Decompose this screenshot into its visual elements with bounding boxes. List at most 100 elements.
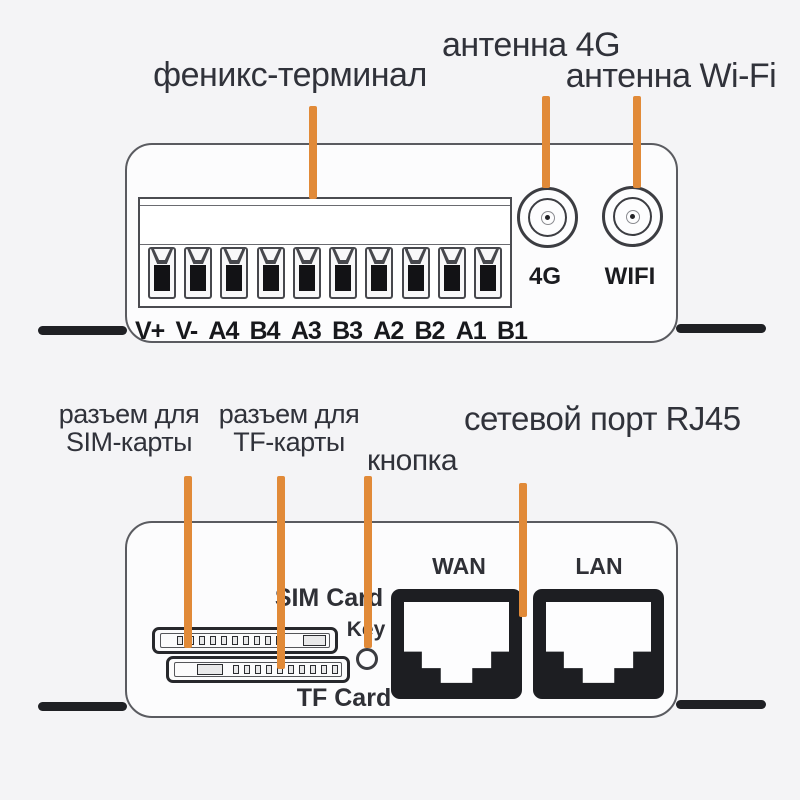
callout-line-phoenix-terminal (309, 106, 317, 199)
terminal-pin (437, 247, 466, 299)
callout-button-label: кнопка (366, 444, 458, 477)
terminal-pin-opening-inner (371, 249, 388, 260)
lan-port-socket (546, 602, 651, 683)
terminal-pin-label: B3 (332, 317, 363, 345)
terminal-pin (148, 247, 176, 299)
callout-sim-slot-label-line2: SIM-карты (65, 427, 193, 457)
terminal-pin (473, 247, 502, 299)
lan-port (533, 589, 664, 699)
wan-port (391, 589, 522, 699)
slot-contact (210, 636, 216, 645)
wan-port-label: WAN (432, 553, 486, 579)
slot-contact (243, 636, 249, 645)
slot-contact (321, 665, 327, 674)
terminal-pin-labels: V+ V- A4 B4 A3 B3 A2 B2 A1 B1 (135, 317, 528, 346)
tf-card-slot-label: TF Card (296, 684, 392, 712)
terminal-pin (184, 247, 213, 299)
callout-antenna-wifi-label: антенна Wi-Fi (565, 57, 777, 95)
slot-contact (254, 636, 260, 645)
terminal-pin-contact (371, 265, 388, 291)
terminal-pin (401, 247, 430, 299)
slot-contact (221, 636, 227, 645)
terminal-pin-opening-inner (479, 249, 496, 260)
callout-antenna-4g-label: антенна 4G (441, 26, 621, 64)
terminal-pin-opening-inner (226, 249, 243, 260)
tf-card-slot (166, 656, 350, 683)
terminal-pin-label: V- (175, 317, 199, 345)
sim-card-contacts (177, 636, 282, 645)
terminal-pin-opening-inner (190, 249, 207, 260)
sim-card-slot-inner (160, 633, 330, 648)
antenna-connector-wifi-core (625, 209, 640, 224)
tf-card-contacts (233, 665, 338, 674)
terminal-pin-label: B1 (496, 317, 528, 345)
callout-tf-slot-label-line1: разъем для (218, 399, 360, 429)
device-front-right-edge-line (676, 324, 766, 333)
terminal-pin-label: A4 (208, 317, 239, 345)
callout-tf-slot-label-line2: TF-карты (233, 427, 345, 457)
terminal-block-top-strip (140, 199, 510, 206)
wan-port-socket (404, 602, 509, 683)
terminal-pin-label: A1 (455, 317, 487, 345)
terminal-pin (256, 247, 285, 299)
device-front-panel: V+ V- A4 B4 A3 B3 A2 B2 A1 B1 4G WIFI (125, 143, 678, 346)
slot-contact (332, 665, 338, 674)
terminal-row (140, 245, 510, 299)
antenna-connector-4g-pin (545, 215, 550, 220)
terminal-pin (220, 247, 249, 299)
callout-tf-slot-label: разъем для TF-карты (200, 400, 378, 456)
terminal-pin-label: A2 (373, 317, 404, 345)
terminal-pin (292, 247, 321, 299)
terminal-pin-contact (443, 265, 460, 291)
terminal-block-body (140, 206, 510, 245)
terminal-pin-opening-inner (443, 249, 460, 260)
antenna-connector-wifi-pin (630, 214, 635, 219)
antenna-connector-wifi-inner-ring (613, 197, 652, 236)
terminal-pin-label: A3 (290, 317, 322, 345)
terminal-pin-contact (190, 265, 207, 291)
slot-contact (199, 636, 205, 645)
slot-contact (265, 636, 271, 645)
callout-sim-slot-label: разъем для SIM-карты (40, 400, 218, 456)
callout-line-rj45 (519, 483, 527, 617)
callout-phoenix-terminal-label: феникс-терминал (153, 56, 427, 94)
tf-card-slot-inner (174, 662, 342, 677)
callout-line-sim-slot (184, 476, 192, 648)
terminal-pin-opening-inner (298, 249, 315, 260)
tf-card-detect-switch (197, 664, 223, 675)
terminal-pin-label: B2 (414, 317, 446, 345)
slot-contact (177, 636, 183, 645)
terminal-pin-label: B4 (249, 317, 281, 345)
callout-rj45-label: сетевой порт RJ45 (464, 400, 741, 437)
terminal-pin-contact (154, 265, 170, 291)
slot-contact (310, 665, 316, 674)
callout-line-antenna-wifi (633, 96, 641, 188)
terminal-pin-opening-inner (335, 249, 352, 260)
connector-wifi-label: WIFI (604, 263, 656, 290)
antenna-connector-4g-core (540, 210, 555, 225)
device-rear-right-edge-line (676, 700, 766, 709)
slot-contact (255, 665, 261, 674)
terminal-pin-contact (262, 265, 279, 291)
slot-contact (232, 636, 238, 645)
antenna-connector-4g (517, 187, 578, 248)
sim-card-slot (152, 627, 338, 654)
device-front-left-edge-line (38, 326, 127, 335)
terminal-pin-label: V+ (135, 317, 165, 345)
callout-line-button (364, 476, 372, 648)
sim-card-detect-switch (303, 635, 326, 646)
terminal-pin-contact (226, 265, 243, 291)
antenna-connector-wifi (602, 186, 663, 247)
callout-line-tf-slot (277, 476, 285, 669)
terminal-pin-contact (298, 265, 315, 291)
slot-contact (288, 665, 294, 674)
connector-4g-label: 4G (528, 263, 561, 290)
lan-port-label: LAN (575, 553, 623, 579)
reset-key-button (356, 648, 378, 670)
callout-line-antenna-4g (542, 96, 550, 188)
terminal-pin (329, 247, 358, 299)
slot-contact (266, 665, 272, 674)
terminal-pin-opening-inner (154, 249, 170, 260)
terminal-pin-contact (479, 265, 496, 291)
